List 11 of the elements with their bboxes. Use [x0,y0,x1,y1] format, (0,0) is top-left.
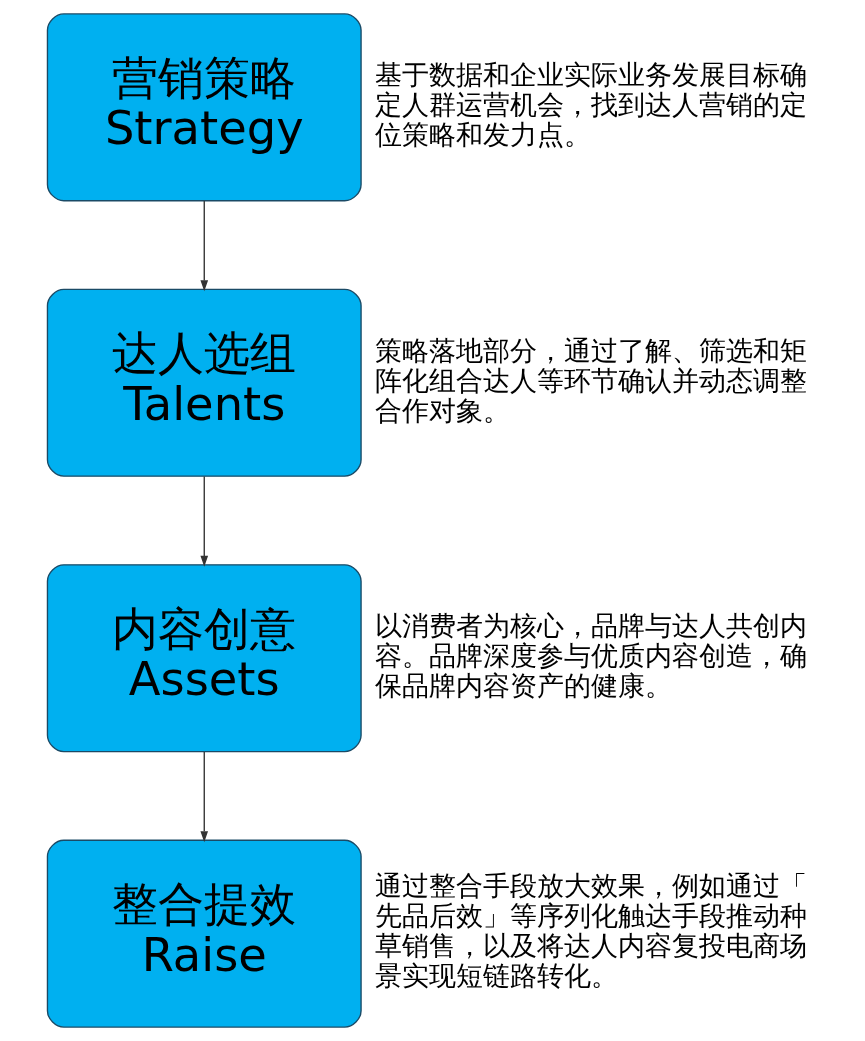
node-label: 策略落地部分，通过了解、筛选和矩阵化组合达人等环节确认并动态调整合作对象。 [374,334,807,426]
node-box: 内容创意 Assets [46,564,362,753]
arrow [199,751,208,843]
node-label: 基于数据和企业实际业务发展目标确定人群运营机会，找到达人营销的定位策略和发力点。 [374,59,807,151]
arrow [199,200,208,292]
arrow [199,475,208,567]
node-label: 通过整合手段放大效果，例如通过「先品后效」等序列化触达手段推动种草销售，以及将达人内容复投电商场景实现短链路转化。 [374,870,807,992]
node-box: 营销策略 Strategy [46,13,362,202]
node-label: 以消费者为核心，品牌与达人共创内容。品牌深度参与优质内容创造，确保品牌内容资产的健康。 [374,610,807,702]
node-box: 整合提效 Raise [46,839,362,1028]
node-box: 达人选组 Talents [46,288,362,477]
